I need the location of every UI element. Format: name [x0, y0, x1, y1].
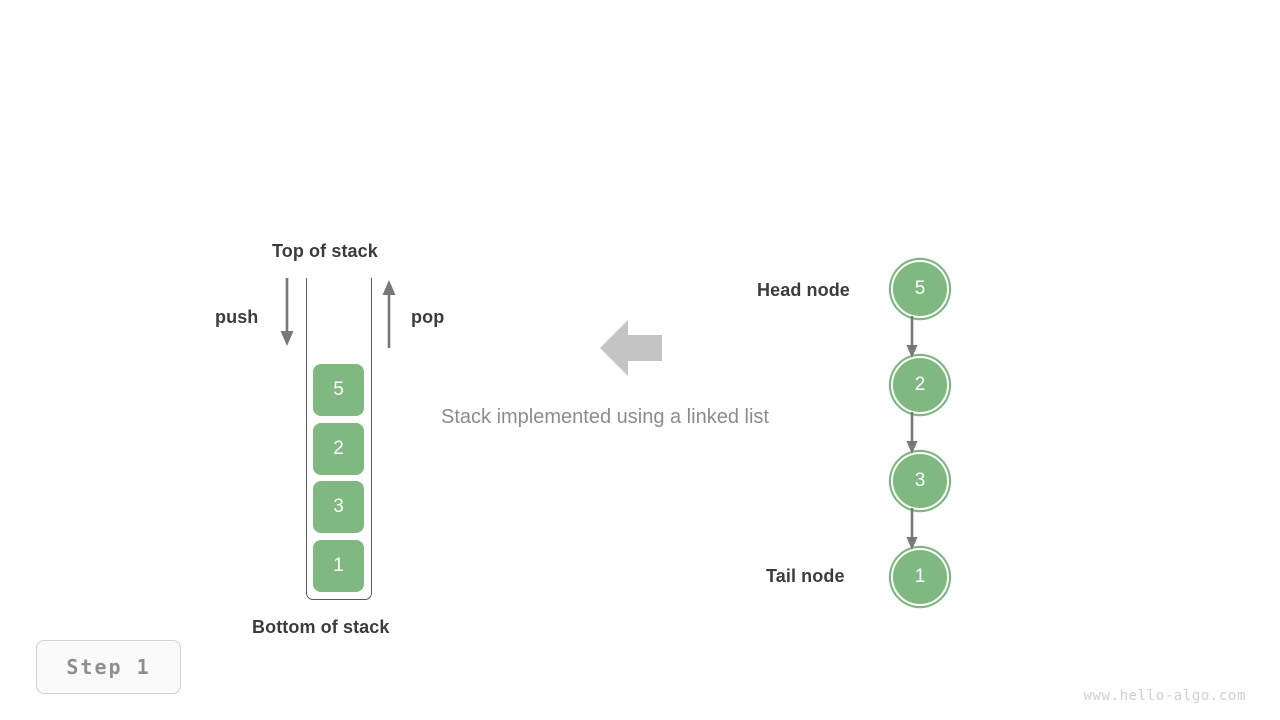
diagram-caption: Stack implemented using a linked list	[441, 406, 769, 428]
push-arrow-icon	[280, 278, 294, 346]
linked-list-node[interactable]: 5	[891, 260, 949, 318]
transform-left-arrow-icon	[600, 320, 662, 376]
linked-list-link-arrow-icon	[906, 412, 918, 454]
stack-cell[interactable]: 3	[313, 481, 364, 533]
linked-list-node[interactable]: 1	[891, 548, 949, 606]
head-node-label: Head node	[757, 280, 850, 300]
stack-cell[interactable]: 1	[313, 540, 364, 592]
pop-label: pop	[411, 307, 445, 327]
linked-list-link-arrow-icon	[906, 508, 918, 550]
stack-cell[interactable]: 2	[313, 423, 364, 475]
linked-list-node[interactable]: 3	[891, 452, 949, 510]
stack-cell[interactable]: 5	[313, 364, 364, 416]
stack-container	[306, 278, 372, 600]
bottom-of-stack-label: Bottom of stack	[252, 617, 390, 637]
watermark: www.hello-algo.com	[1083, 688, 1246, 704]
linked-list-link-arrow-icon	[906, 316, 918, 358]
linked-list-node[interactable]: 2	[891, 356, 949, 414]
top-of-stack-label: Top of stack	[272, 241, 378, 261]
step-badge[interactable]: Step 1	[36, 640, 181, 694]
pop-arrow-icon	[382, 280, 396, 348]
step-badge-label: Step 1	[66, 655, 151, 679]
push-label: push	[215, 307, 259, 327]
tail-node-label: Tail node	[766, 566, 845, 586]
